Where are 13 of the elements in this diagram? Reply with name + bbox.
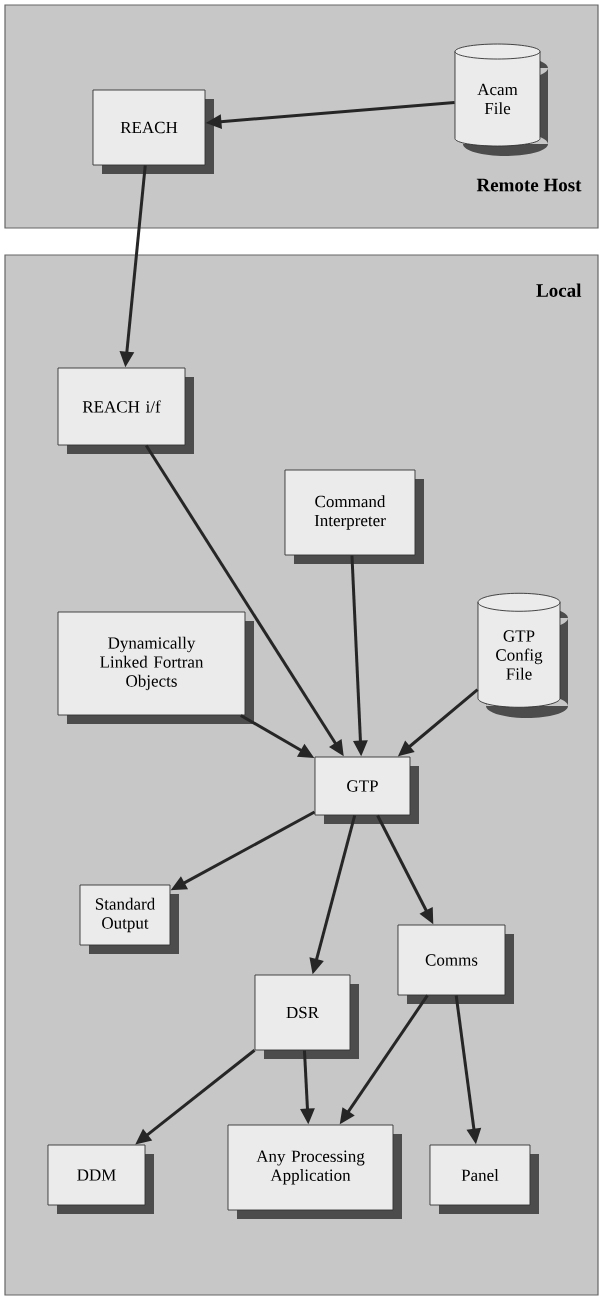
process-box: Dynamically Linked Fortran Objects — [57, 611, 254, 724]
process-box: Any Processing Application — [227, 1124, 402, 1219]
process-box: DDM — [47, 1144, 154, 1214]
process-box: DSR — [254, 974, 359, 1059]
process-box: REACH i/f — [57, 367, 194, 454]
process-box: Standard Output — [79, 884, 179, 954]
process-box: Panel — [429, 1144, 539, 1214]
file-cylinder: GTP Config File — [477, 592, 568, 718]
process-box: REACH — [92, 89, 214, 174]
file-cylinder: Acam File — [454, 43, 548, 156]
process-box: GTP — [314, 756, 419, 824]
process-box: Command Interpreter — [284, 469, 424, 564]
process-box: Comms — [397, 924, 514, 1004]
